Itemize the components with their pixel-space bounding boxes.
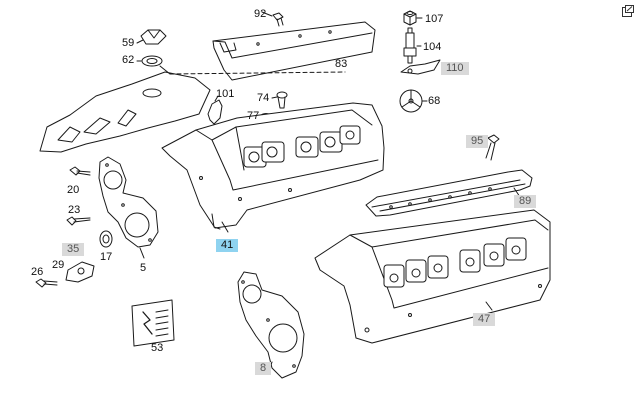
part-bracket-110	[400, 59, 441, 75]
part-damper-68	[399, 89, 428, 113]
part-bolt-23	[66, 216, 91, 226]
callout-label[interactable]: 104	[423, 41, 442, 53]
part-nut-107	[403, 10, 423, 26]
part-stud-104	[403, 27, 422, 64]
callout-label[interactable]: 92	[254, 8, 267, 20]
callout-label[interactable]: 107	[425, 13, 444, 25]
part-valve-cover-41	[161, 102, 385, 230]
part-seal-62	[136, 55, 163, 67]
callout-label[interactable]: 89	[514, 195, 537, 208]
valve-cover-47-ports	[383, 237, 527, 288]
valve-cover-41-ports	[243, 125, 361, 168]
part-valve-cover-47	[314, 209, 551, 344]
part-seal-17	[99, 230, 113, 248]
callout-label[interactable]: 23	[68, 204, 81, 216]
callout-label[interactable]: 26	[31, 266, 44, 278]
part-bolt-92	[261, 11, 284, 27]
callout-label[interactable]: 8	[255, 362, 272, 375]
part-cap-59	[136, 29, 167, 45]
part-bolt-20	[69, 166, 91, 176]
callout-label[interactable]: 74	[257, 92, 270, 104]
part-clip-101	[207, 95, 223, 125]
callout-label[interactable]: 5	[140, 262, 147, 274]
part-bolt-26	[35, 278, 58, 288]
callout-label[interactable]: 68	[428, 95, 441, 107]
part-gasket-29	[65, 261, 95, 283]
callout-label[interactable]: 20	[67, 184, 80, 196]
callout-label[interactable]: 110	[441, 62, 469, 75]
callout-label[interactable]: 35	[62, 243, 85, 256]
callout-label[interactable]: 83	[335, 58, 348, 70]
external-window-icon[interactable]	[621, 4, 635, 18]
callout-label[interactable]: 29	[52, 259, 65, 271]
callout-label[interactable]: 62	[122, 54, 135, 66]
part-gasket-8	[237, 271, 305, 379]
part-bolt-95	[485, 134, 500, 161]
callout-label[interactable]: 59	[122, 37, 135, 49]
callout-label[interactable]: 17	[100, 251, 113, 263]
callout-label[interactable]: 47	[473, 313, 496, 326]
callout-label[interactable]: 95	[466, 135, 489, 148]
part-bolt-74	[271, 91, 288, 109]
callout-label[interactable]: 77	[247, 110, 260, 122]
part-label-53	[131, 299, 175, 347]
part-gasket-5	[98, 156, 159, 259]
callout-label[interactable]: 101	[216, 88, 235, 100]
part-cover-left	[39, 65, 346, 153]
callout-label[interactable]: 53	[151, 342, 164, 354]
part-cover-83	[212, 21, 376, 81]
callout-label-selected[interactable]: 41	[216, 239, 239, 252]
